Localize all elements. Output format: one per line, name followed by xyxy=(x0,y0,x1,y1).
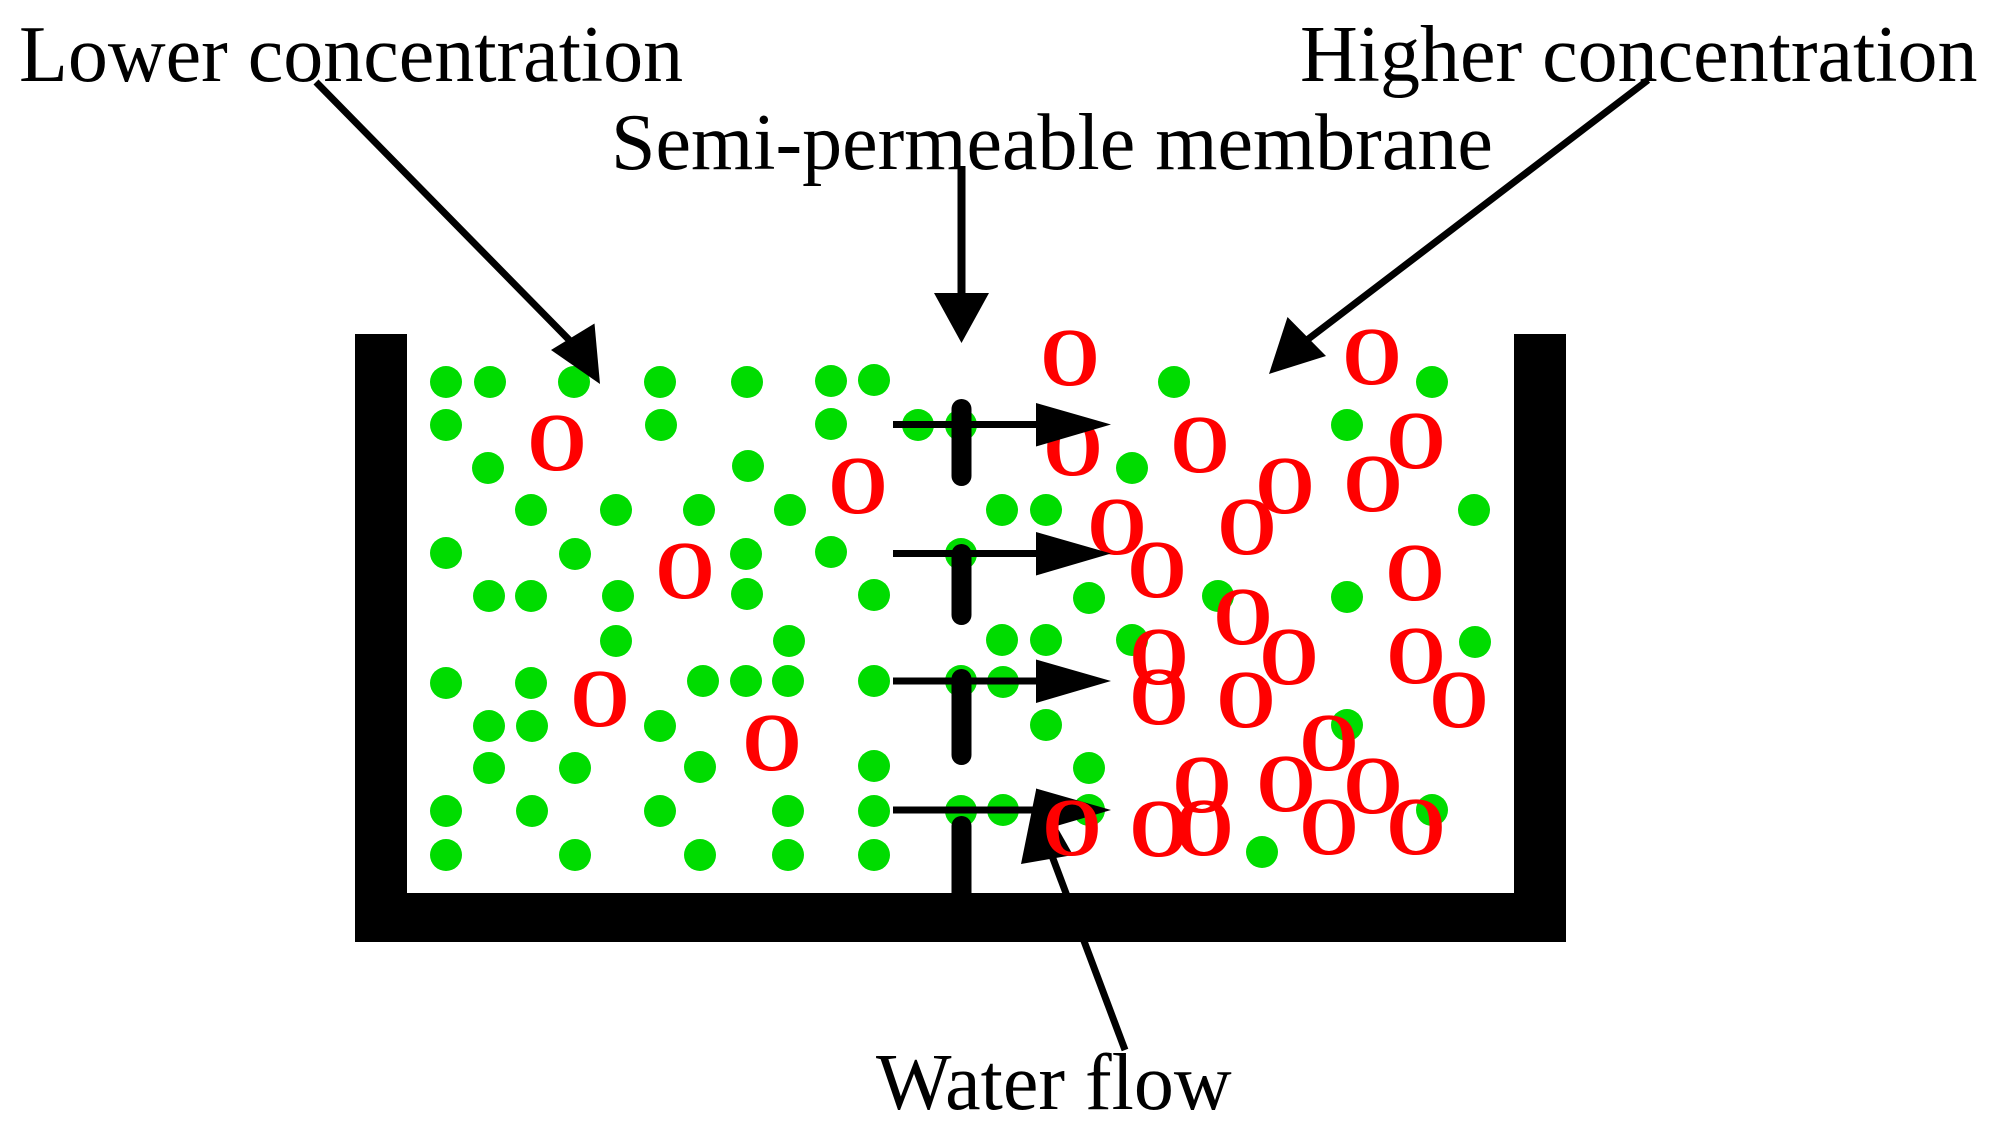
svg-text:O: O xyxy=(1344,437,1403,529)
svg-text:O: O xyxy=(1218,480,1277,572)
svg-text:O: O xyxy=(1175,781,1234,873)
svg-text:Lower concentration: Lower concentration xyxy=(19,11,683,99)
svg-text:O: O xyxy=(1130,610,1189,702)
svg-text:O: O xyxy=(656,524,715,616)
svg-text:O: O xyxy=(1041,311,1100,403)
svg-text:O: O xyxy=(571,652,630,744)
svg-text:O: O xyxy=(829,439,888,531)
svg-text:O: O xyxy=(1260,610,1319,702)
svg-text:O: O xyxy=(1344,739,1403,831)
svg-text:O: O xyxy=(1300,780,1359,872)
svg-text:O: O xyxy=(1128,523,1187,615)
svg-text:Water flow: Water flow xyxy=(876,1039,1232,1127)
svg-text:O: O xyxy=(1214,570,1273,662)
svg-text:O: O xyxy=(1217,653,1276,745)
svg-text:O: O xyxy=(1173,738,1232,830)
svg-text:O: O xyxy=(528,396,587,488)
svg-text:O: O xyxy=(1386,526,1445,618)
svg-text:O: O xyxy=(1387,780,1446,872)
svg-text:O: O xyxy=(1387,609,1446,701)
svg-text:O: O xyxy=(1256,439,1315,531)
svg-text:O: O xyxy=(1171,398,1230,490)
svg-text:O: O xyxy=(1130,650,1189,742)
svg-text:O: O xyxy=(743,696,802,788)
svg-text:Semi-permeable membrane: Semi-permeable membrane xyxy=(611,99,1493,187)
svg-text:O: O xyxy=(1257,737,1316,829)
svg-text:O: O xyxy=(1387,394,1446,486)
svg-text:O: O xyxy=(1043,781,1102,873)
svg-text:O: O xyxy=(1300,696,1359,788)
svg-text:O: O xyxy=(1430,653,1489,745)
svg-text:O: O xyxy=(1343,310,1402,402)
svg-text:O: O xyxy=(1130,782,1189,874)
